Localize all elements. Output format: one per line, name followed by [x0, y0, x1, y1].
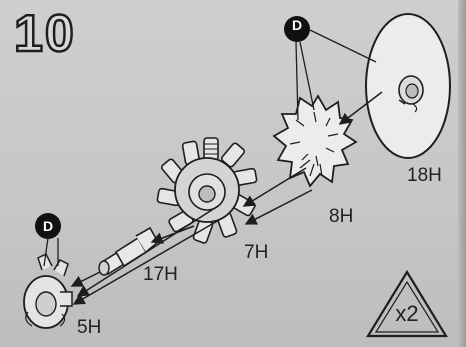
- part-7h-engine: [156, 137, 258, 244]
- part-17h-shaft: [98, 226, 160, 276]
- assembly-arrows: [70, 91, 383, 305]
- part-18h-disc: [365, 13, 451, 159]
- page-edge: [458, 0, 466, 347]
- label-17h: 17H: [143, 264, 178, 285]
- callout-leaders: [43, 29, 377, 267]
- callout-d-top: D: [291, 17, 303, 33]
- label-18h: 18H: [407, 165, 442, 186]
- label-5h: 5H: [77, 317, 102, 338]
- part-5h-hub: [23, 252, 73, 329]
- label-8h: 8H: [329, 206, 354, 227]
- step-number: 10: [13, 4, 76, 65]
- quantity-label: x2: [395, 301, 419, 326]
- callout-d-top-circle: [284, 16, 310, 42]
- part-8h-cylinder-heads: [272, 94, 358, 188]
- label-7h: 7H: [244, 242, 269, 263]
- callout-d-left-circle: [35, 213, 61, 239]
- callout-d-left: D: [42, 218, 54, 234]
- quantity-triangle: [366, 269, 448, 338]
